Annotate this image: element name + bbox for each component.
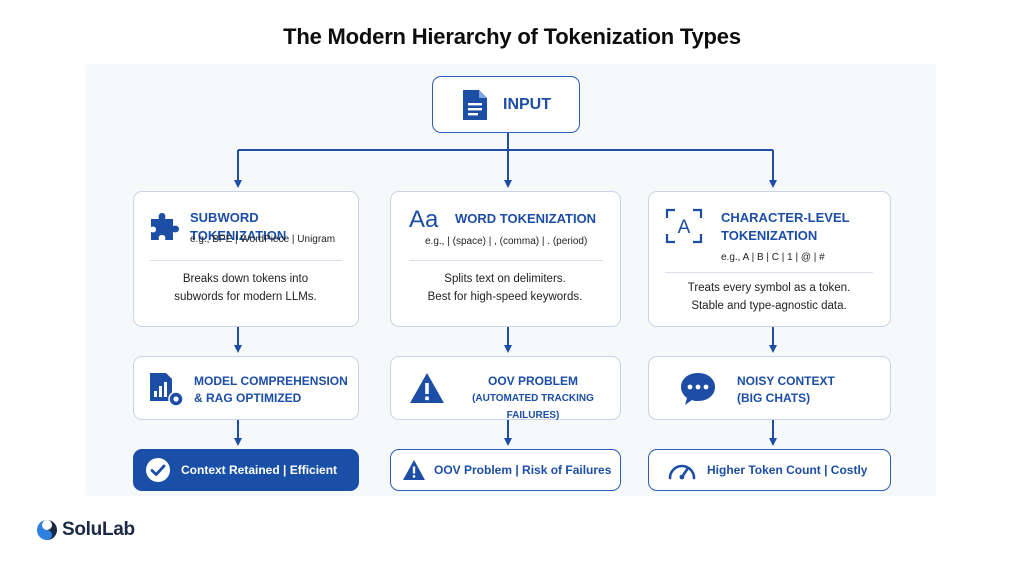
subword-examples: e.g., BPE | WordPiece | Unigram <box>190 234 336 245</box>
document-icon <box>461 88 489 122</box>
word-description-line1: Splits text on delimiters. <box>444 273 566 285</box>
subword-heading: SUBWORD TOKENIZATION <box>190 210 287 243</box>
subword-outcome-card: MODEL COMPREHENSION & RAG OPTIMIZED <box>133 356 359 420</box>
check-circle-icon <box>145 457 171 483</box>
word-description-line2: Best for high-speed keywords. <box>427 291 583 303</box>
word-outcome-line2: (AUTOMATED TRACKING FAILURES) <box>472 393 594 421</box>
chat-bubble-icon <box>679 371 717 412</box>
character-heading-line1: CHARACTER-LEVEL <box>721 210 850 225</box>
character-frame-icon: A <box>665 208 703 249</box>
solulab-logo: SoluLab <box>36 519 135 541</box>
word-outcome-card: OOV PROBLEM (AUTOMATED TRACKING FAILURES… <box>390 356 621 421</box>
character-result-pill: Higher Token Count | Costly <box>648 449 891 491</box>
subword-tokenization-card: SUBWORD TOKENIZATION e.g., BPE | WordPie… <box>133 191 359 327</box>
gauge-icon <box>667 459 697 481</box>
warning-icon <box>402 459 426 481</box>
aa-icon: Aa <box>409 206 439 233</box>
character-heading-line2: TOKENIZATION <box>721 228 818 243</box>
character-heading: CHARACTER-LEVEL TOKENIZATION <box>721 209 850 245</box>
subword-result-text: Context Retained | Efficient <box>181 463 338 477</box>
subword-divider <box>150 260 342 261</box>
word-divider <box>409 260 603 261</box>
warning-icon <box>409 372 445 409</box>
puzzle-icon <box>148 210 180 247</box>
character-outcome-card: NOISY CONTEXT (BIG CHATS) <box>648 356 891 420</box>
character-examples: e.g., A | B | C | 1 | @ | # <box>721 252 825 263</box>
word-examples: e.g., | (space) | , (comma) | . (period) <box>425 236 588 247</box>
character-frame-letter: A <box>678 217 691 238</box>
word-outcome-label: OOV PROBLEM (AUTOMATED TRACKING FAILURES… <box>451 373 615 424</box>
word-outcome-line1: OOV PROBLEM <box>487 374 578 388</box>
chart-gear-icon <box>148 371 186 414</box>
word-result-text: OOV Problem | Risk of Failures <box>434 463 612 477</box>
subword-outcome-line2: & RAG OPTIMIZED <box>194 391 302 405</box>
character-description: Treats every symbol as a token. Stable a… <box>649 279 889 315</box>
character-outcome-label: NOISY CONTEXT (BIG CHATS) <box>737 373 835 407</box>
input-node: INPUT <box>432 76 580 133</box>
subword-outcome-line1: MODEL COMPREHENSION <box>194 374 348 388</box>
character-outcome-line2: (BIG CHATS) <box>737 391 811 405</box>
word-tokenization-card: Aa WORD TOKENIZATION e.g., | (space) | ,… <box>390 191 621 327</box>
subword-outcome-label: MODEL COMPREHENSION & RAG OPTIMIZED <box>194 373 348 407</box>
solulab-logo-text: SoluLab <box>62 519 135 540</box>
character-tokenization-card: A CHARACTER-LEVEL TOKENIZATION e.g., A |… <box>648 191 891 327</box>
subword-description-line1: Breaks down tokens into <box>182 273 309 285</box>
diagram-title: The Modern Hierarchy of Tokenization Typ… <box>283 24 741 49</box>
input-label: INPUT <box>503 95 551 113</box>
subword-description: Breaks down tokens into subwords for mod… <box>134 270 357 306</box>
character-description-line2: Stable and type-agnostic data. <box>691 300 847 312</box>
word-result-pill: OOV Problem | Risk of Failures <box>390 449 621 491</box>
character-outcome-line1: NOISY CONTEXT <box>737 374 835 388</box>
character-divider <box>665 272 873 273</box>
solulab-logo-mark-icon <box>36 519 58 541</box>
word-description: Splits text on delimiters. Best for high… <box>391 270 619 306</box>
subword-description-line2: subwords for modern LLMs. <box>174 291 317 303</box>
word-heading: WORD TOKENIZATION <box>455 211 597 226</box>
character-description-line1: Treats every symbol as a token. <box>687 282 851 294</box>
character-result-text: Higher Token Count | Costly <box>707 463 868 477</box>
subword-result-pill: Context Retained | Efficient <box>133 449 359 491</box>
